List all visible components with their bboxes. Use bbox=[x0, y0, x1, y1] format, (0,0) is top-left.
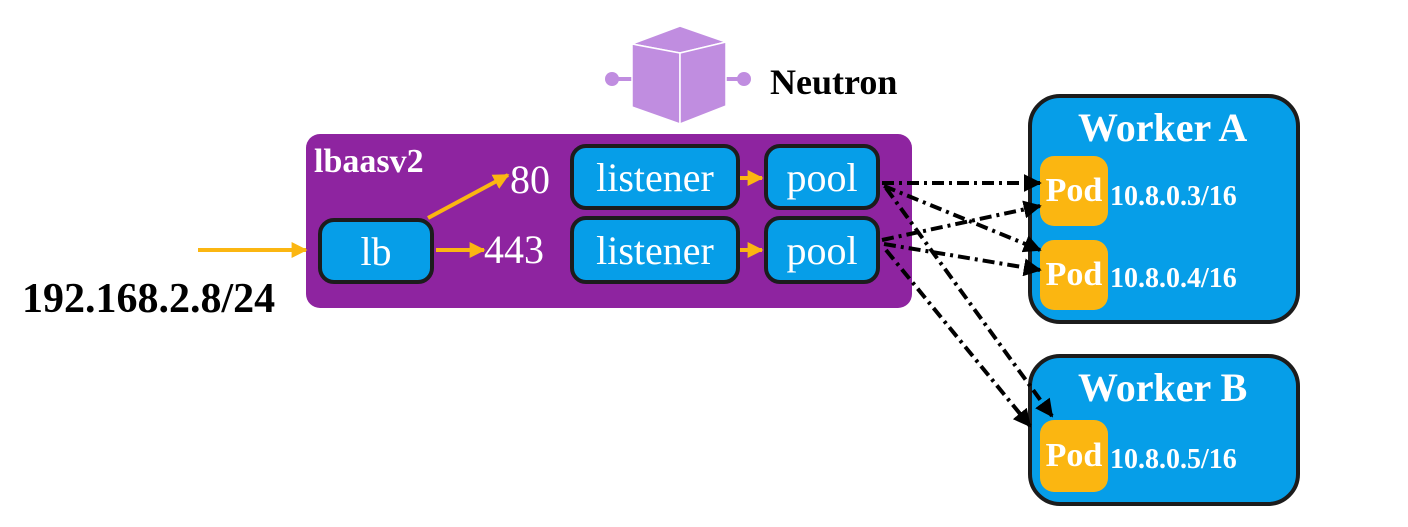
external-ip-label: 192.168.2.8/24 bbox=[22, 276, 276, 322]
port-80-label: 80 bbox=[510, 157, 550, 202]
pod-label: Pod bbox=[1045, 172, 1103, 209]
pool-label: pool bbox=[786, 154, 858, 200]
worker-b-title: Worker B bbox=[1078, 365, 1248, 410]
cube-icon bbox=[605, 25, 751, 126]
pod-node[interactable]: Pod bbox=[1040, 420, 1108, 492]
pod-ip: 10.8.0.4/16 bbox=[1110, 263, 1237, 294]
pool-80-node[interactable]: pool bbox=[764, 144, 880, 210]
pool443-to-pod5-arrow bbox=[884, 248, 1032, 428]
pool443-to-pod3-arrow bbox=[881, 200, 1042, 242]
pod-ip: 10.8.0.5/16 bbox=[1110, 444, 1237, 475]
lbaasv2-title: lbaasv2 bbox=[314, 143, 424, 180]
neutron-label: Neutron bbox=[770, 62, 898, 102]
lb-label: lb bbox=[360, 228, 392, 274]
pool80-to-pod4-arrow bbox=[883, 184, 1042, 253]
pool-label: pool bbox=[786, 227, 858, 273]
listener-label: listener bbox=[596, 154, 714, 200]
listener-443-node[interactable]: listener bbox=[570, 216, 740, 284]
pod-ip: 10.8.0.3/16 bbox=[1110, 181, 1237, 212]
port-443-label: 443 bbox=[484, 227, 544, 272]
lb-to-80-arrow bbox=[427, 173, 510, 220]
pool443-to-pod4-arrow bbox=[883, 242, 1042, 277]
lb-node[interactable]: lb bbox=[318, 218, 434, 284]
pool-443-node[interactable]: pool bbox=[764, 216, 880, 284]
listener-80-node[interactable]: listener bbox=[570, 144, 740, 210]
pod-node[interactable]: Pod bbox=[1040, 156, 1108, 226]
listener-label: listener bbox=[596, 227, 714, 273]
pod-label: Pod bbox=[1045, 256, 1103, 293]
worker-a-title: Worker A bbox=[1078, 105, 1248, 150]
pod-node[interactable]: Pod bbox=[1040, 240, 1108, 310]
pod-label: Pod bbox=[1045, 437, 1103, 474]
pool80-to-pod5-arrow bbox=[884, 186, 1054, 418]
